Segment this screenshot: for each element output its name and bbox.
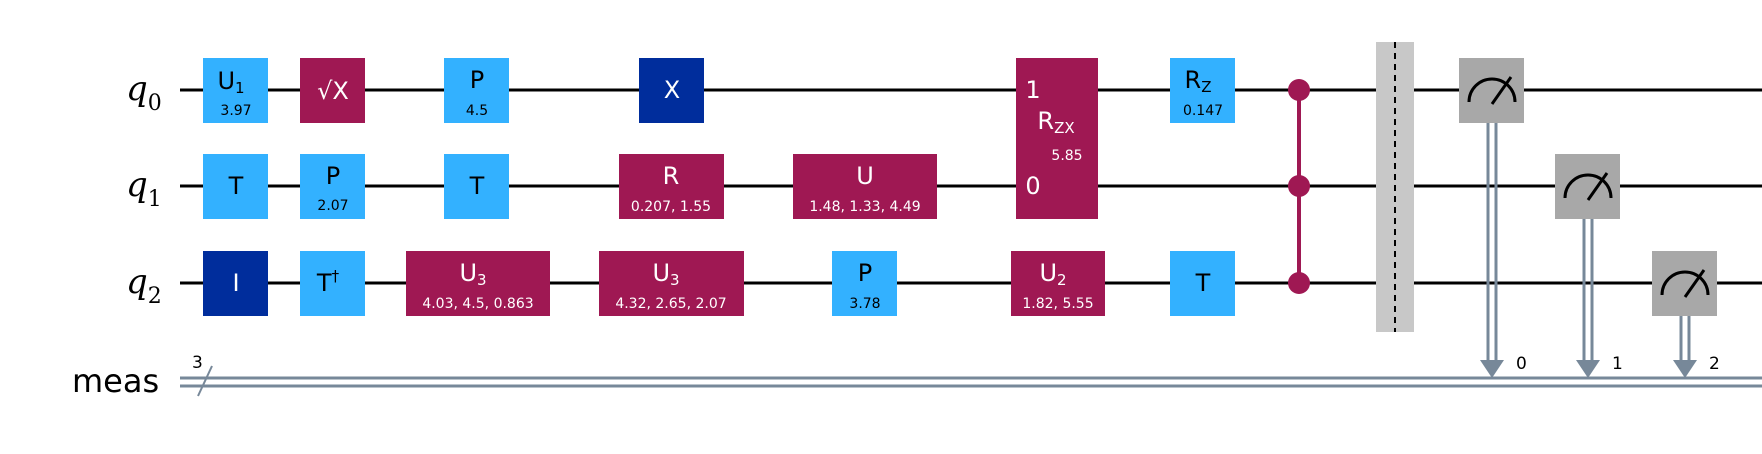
cbit-label-1: 1 xyxy=(1612,354,1623,374)
gate-i-q2: I xyxy=(203,251,268,316)
svg-text:q1: q1 xyxy=(126,165,162,212)
qubit-label-2: q2 xyxy=(126,262,162,309)
meter-icon xyxy=(1467,77,1517,103)
measure-q1: 1 xyxy=(1555,154,1623,378)
meter-icon xyxy=(1660,270,1710,296)
gate-tdg-q2: T† xyxy=(300,251,365,316)
svg-text:4.03, 4.5, 0.863: 4.03, 4.5, 0.863 xyxy=(422,296,533,312)
control-dot-q2 xyxy=(1288,272,1310,294)
svg-text:1.48, 1.33, 4.49: 1.48, 1.33, 4.49 xyxy=(809,199,920,215)
svg-text:T: T xyxy=(469,172,485,200)
measure-q0: 0 xyxy=(1459,58,1527,378)
svg-text:I: I xyxy=(232,269,239,297)
ccz-gate xyxy=(1288,79,1310,294)
measure-q2: 2 xyxy=(1652,251,1720,378)
barrier xyxy=(1376,42,1414,332)
gate-sx-q0: √X xyxy=(300,58,365,123)
gate-u3-q2-b: U3 4.32, 2.65, 2.07 xyxy=(599,251,744,316)
svg-text:P: P xyxy=(470,66,484,94)
svg-text:U: U xyxy=(856,162,874,190)
qubit-label-1: q1 xyxy=(126,165,162,212)
svg-text:X: X xyxy=(664,76,680,104)
svg-text:q2: q2 xyxy=(126,262,162,309)
svg-text:U1: U1 xyxy=(217,67,244,97)
classical-bundle-slash xyxy=(197,365,213,397)
gate-t-q1: T xyxy=(203,154,268,219)
gate-u3-q2: U3 4.03, 4.5, 0.863 xyxy=(406,251,550,316)
gate-u2-q2: U2 1.82, 5.55 xyxy=(1011,251,1105,316)
svg-text:U3: U3 xyxy=(652,259,679,289)
classical-size-label: 3 xyxy=(192,353,203,373)
gate-p-q1: P 2.07 xyxy=(300,154,365,219)
gate-u-q1: U 1.48, 1.33, 4.49 xyxy=(793,154,937,219)
svg-text:R: R xyxy=(663,162,680,190)
svg-text:P: P xyxy=(326,162,340,190)
cbit-label-0: 0 xyxy=(1516,354,1527,374)
classical-register-label: meas xyxy=(72,362,159,400)
cbit-label-2: 2 xyxy=(1709,354,1720,374)
gate-p-q0: P 4.5 xyxy=(444,58,509,123)
gate-r-q1: R 0.207, 1.55 xyxy=(619,154,724,219)
svg-text:5.85: 5.85 xyxy=(1051,148,1082,164)
svg-text:RZX: RZX xyxy=(1037,107,1074,137)
gate-rzx-q0-q1: 1 0 RZX 5.85 xyxy=(1016,58,1098,219)
svg-text:4.32, 2.65, 2.07: 4.32, 2.65, 2.07 xyxy=(615,296,726,312)
svg-text:T: T xyxy=(228,172,244,200)
gate-t-q2: T xyxy=(1170,251,1235,316)
meter-icon xyxy=(1563,173,1613,199)
control-dot-q1 xyxy=(1288,175,1310,197)
svg-text:1.82, 5.55: 1.82, 5.55 xyxy=(1022,296,1093,312)
svg-text:U3: U3 xyxy=(459,259,486,289)
svg-text:√X: √X xyxy=(317,77,349,105)
svg-text:0.147: 0.147 xyxy=(1183,103,1223,119)
svg-text:q0: q0 xyxy=(126,69,162,116)
gate-rz-q0: RZ 0.147 xyxy=(1170,58,1235,123)
svg-text:RZ: RZ xyxy=(1185,66,1212,96)
svg-text:T: T xyxy=(1195,269,1211,297)
gate-x-q0: X xyxy=(639,58,704,123)
svg-text:1: 1 xyxy=(1025,76,1040,104)
control-dot-q0 xyxy=(1288,79,1310,101)
gate-p-q2: P 3.78 xyxy=(832,251,897,316)
gate-u1-q0: U1 3.97 xyxy=(203,58,268,123)
svg-text:3.78: 3.78 xyxy=(849,296,880,312)
svg-text:T†: T† xyxy=(316,267,340,298)
gate-t-q1: T xyxy=(444,154,509,219)
svg-text:U2: U2 xyxy=(1039,259,1066,289)
svg-text:P: P xyxy=(858,259,872,287)
qubit-label-0: q0 xyxy=(126,69,162,116)
svg-text:2.07: 2.07 xyxy=(317,198,348,214)
svg-text:0: 0 xyxy=(1025,172,1040,200)
svg-text:0.207, 1.55: 0.207, 1.55 xyxy=(631,199,711,215)
svg-text:3.97: 3.97 xyxy=(220,103,251,119)
svg-text:4.5: 4.5 xyxy=(466,103,488,119)
